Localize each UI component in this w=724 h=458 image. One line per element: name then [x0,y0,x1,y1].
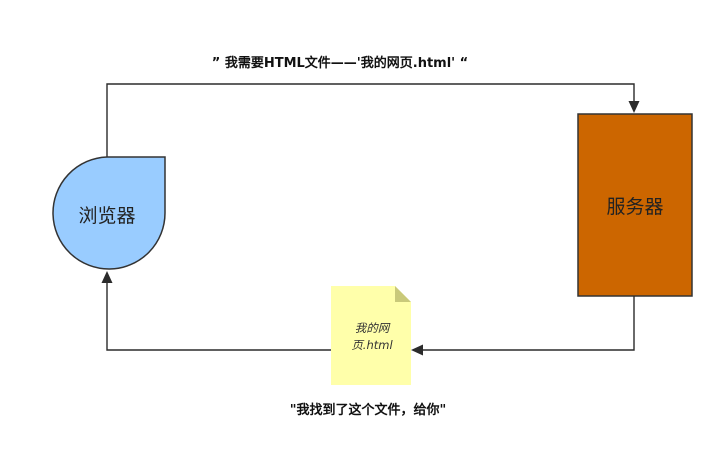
document-fold-corner [395,286,411,302]
request-arrowhead [628,101,640,113]
server-label: 服务器 [606,196,663,218]
response-arrowhead-to-document [411,344,423,356]
server-node [577,113,693,297]
request-edge-label: ” 我需要HTML文件——'我的网页.html' “ [212,55,468,71]
response-connector-to-browser [106,282,331,351]
browser-label: 浏览器 [78,205,135,227]
request-connector [106,83,635,157]
document-node [331,286,411,385]
document-label-line-1: 我的网 [355,321,391,335]
response-arrowhead-to-browser [101,271,113,283]
response-edge-label: "我找到了这个文件，给你" [290,402,447,418]
response-connector [422,296,635,351]
browser-node [52,156,166,270]
document-label-line-2: 页.html [351,338,393,352]
